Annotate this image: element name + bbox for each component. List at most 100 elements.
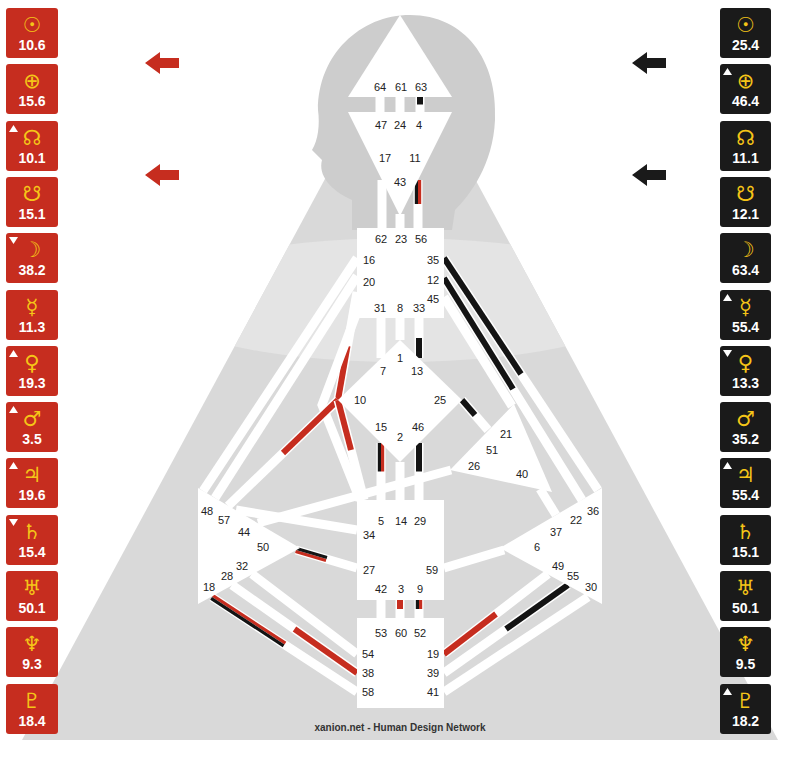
gate-number: 45 (427, 293, 439, 305)
channel (419, 318, 420, 358)
planet-symbol: ♆ (23, 632, 42, 656)
retro-mark (9, 406, 18, 414)
center-outline (198, 488, 300, 604)
channel (416, 180, 419, 228)
gate-number: 30 (585, 581, 597, 593)
gate-number: 31 (374, 302, 386, 314)
gate-number: 17 (379, 152, 391, 164)
planet-box: ♀13.3 (720, 346, 771, 396)
gate-number: 54 (362, 648, 374, 660)
channel (380, 97, 381, 112)
gate-number: 26 (468, 460, 480, 472)
channel-base (444, 550, 504, 568)
retro-mark (723, 688, 732, 696)
energy-center: 1713102515246 (338, 340, 462, 462)
channel (400, 97, 401, 112)
retro-mark (723, 462, 732, 470)
planet-symbol: ☉ (23, 13, 42, 37)
gate-number: 24 (394, 119, 406, 131)
channel-activation (444, 614, 496, 654)
gate-number: 22 (570, 514, 582, 526)
channel (400, 600, 401, 618)
gate-number: 12 (427, 274, 439, 286)
planet-box: ☋12.1 (720, 177, 771, 227)
channel-base (215, 276, 357, 498)
gate-line-value: 3.5 (22, 431, 41, 447)
planet-symbol: ⊕ (737, 69, 755, 93)
gate-line-value: 12.1 (732, 206, 759, 222)
gate-number: 52 (414, 627, 426, 639)
channel (444, 585, 568, 673)
gate-number: 50 (257, 541, 269, 553)
channel (419, 443, 420, 500)
retro-mark (9, 519, 18, 526)
gate-number: 13 (411, 365, 423, 377)
channel (400, 318, 401, 340)
planet-box: ♅50.1 (720, 571, 771, 621)
gate-number: 23 (395, 233, 407, 245)
planet-box: ♀19.3 (6, 346, 58, 396)
design-arrow (145, 164, 179, 186)
gate-number: 27 (363, 564, 375, 576)
channel-base (540, 489, 556, 515)
gate-number: 53 (375, 627, 387, 639)
retro-mark (723, 350, 732, 358)
channel (444, 278, 582, 500)
gate-line-value: 15.1 (18, 206, 45, 222)
gate-number: 33 (413, 302, 425, 314)
channel-base (462, 400, 488, 430)
gate-line-value: 13.3 (732, 375, 759, 391)
gate-line-value: 50.1 (732, 600, 759, 616)
gate-number: 29 (414, 515, 426, 527)
channel-base (416, 97, 425, 112)
channel-activation (418, 180, 421, 204)
channel-base (444, 585, 568, 673)
gate-line-value: 9.5 (736, 656, 755, 672)
channel (215, 276, 357, 498)
gate-number: 32 (236, 560, 248, 572)
gate-line-value: 19.6 (18, 487, 45, 503)
gate-line-value: 11.1 (732, 150, 758, 166)
planet-box: ♂35.2 (720, 402, 771, 452)
retro-mark (723, 462, 732, 469)
gate-number: 7 (380, 365, 386, 377)
energy-center: 514293427594239 (357, 500, 444, 600)
energy-center: 536052541938395841 (357, 618, 444, 708)
gate-number: 49 (552, 560, 564, 572)
channel-activation (444, 278, 513, 389)
planet-box: ☉10.6 (6, 8, 58, 58)
channel-base (444, 297, 512, 406)
gate-number: 21 (500, 428, 512, 440)
channel (232, 585, 357, 673)
gate-number: 16 (363, 254, 375, 266)
gate-number: 38 (362, 667, 374, 679)
center-outline (338, 340, 462, 462)
gate-number: 20 (363, 276, 375, 288)
personality-arrow (632, 164, 666, 186)
retro-mark (723, 688, 732, 695)
gate-line-value: 15.4 (18, 544, 45, 560)
gate-line-value: 10.6 (18, 37, 45, 53)
channel (462, 400, 488, 430)
gate-number: 9 (417, 583, 423, 595)
channel-base (444, 597, 588, 692)
gate-number: 28 (221, 570, 233, 582)
channel-activation (506, 585, 568, 629)
gate-number: 44 (238, 526, 250, 538)
planet-symbol: ☿ (26, 295, 39, 319)
planet-symbol: ☽ (736, 238, 755, 262)
gate-number: 3 (398, 583, 404, 595)
gate-number: 55 (567, 570, 579, 582)
gate-number: 8 (397, 302, 403, 314)
planet-box: ♂3.5 (6, 402, 58, 452)
planet-box: ☽38.2 (6, 233, 58, 283)
gate-line-value: 50.1 (18, 600, 45, 616)
retro-mark (9, 350, 18, 358)
energy-center: 48574450322818 (198, 488, 300, 604)
gate-number: 48 (201, 505, 213, 517)
planet-box: ♇18.4 (6, 684, 58, 734)
personality-arrow (632, 52, 666, 74)
gate-line-value: 18.2 (732, 713, 759, 729)
gate-number: 42 (375, 583, 387, 595)
retro-mark (723, 350, 732, 357)
